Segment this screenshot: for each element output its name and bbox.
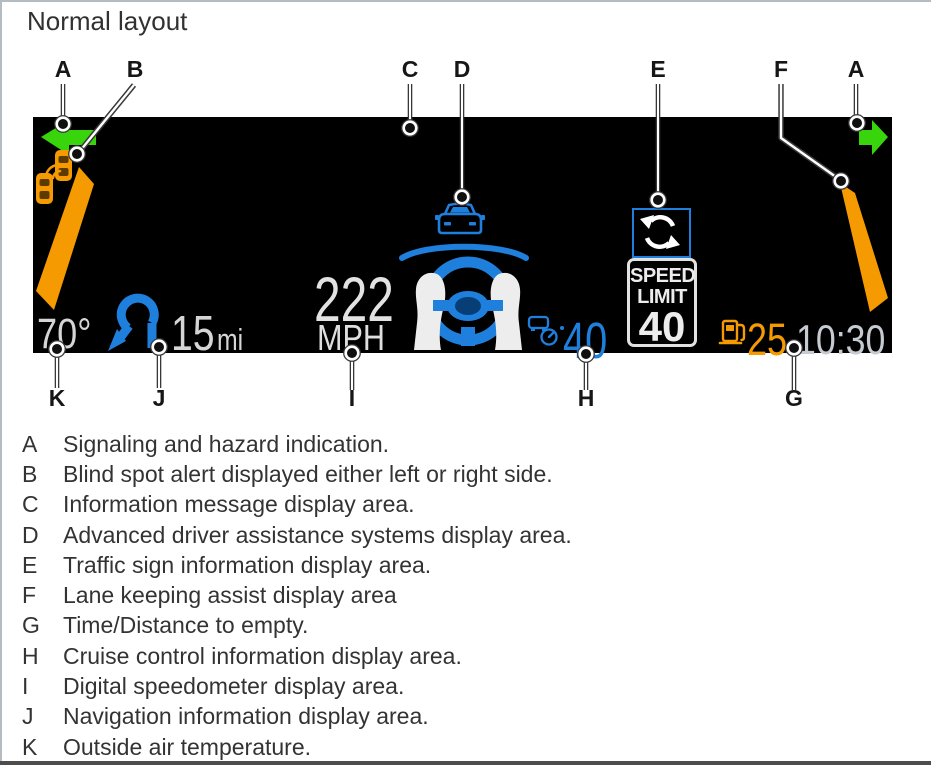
distance-to-empty: 25 xyxy=(747,314,788,365)
callout-letter-i: I xyxy=(348,385,356,411)
legend-row: J Navigation information display area. xyxy=(0,702,931,732)
legend-row: C Information message display area. xyxy=(0,490,931,520)
legend-row: G Time/Distance to empty. xyxy=(0,611,931,641)
legend-text: Blind spot alert displayed either left o… xyxy=(63,460,553,487)
legend-row: F Lane keeping assist display area xyxy=(0,580,931,610)
legend-row: H Cruise control information display area… xyxy=(0,641,931,671)
page-title: Normal layout xyxy=(27,6,188,36)
legend: A Signaling and hazard indication. B Blind… xyxy=(0,429,931,762)
navigation-distance-value: 15 xyxy=(171,307,215,361)
callout-letter-a-left: A xyxy=(54,56,72,82)
forward-vehicle-icon xyxy=(435,202,485,235)
hud-graphics xyxy=(36,120,888,351)
legend-letter: I xyxy=(22,673,29,700)
speed-limit-sign: SPEED LIMIT 40 xyxy=(627,258,697,350)
legend-letter: A xyxy=(22,430,38,457)
legend-text: Time/Distance to empty. xyxy=(63,612,309,639)
legend-text: Signaling and hazard indication. xyxy=(63,430,390,457)
hands-on-steering-wheel-icon xyxy=(414,256,522,350)
callout-letter-a-right: A xyxy=(847,56,865,82)
callout-letter-e: E xyxy=(650,56,666,82)
blind-spot-alert-icon xyxy=(36,150,72,204)
navigation-distance-unit: mi xyxy=(217,322,244,357)
legend-letter: K xyxy=(22,733,38,760)
legend-row: A Signaling and hazard indication. xyxy=(0,429,931,459)
fuel-pump-icon xyxy=(718,319,746,345)
navigation-arrow-icon xyxy=(108,293,159,351)
legend-letter: F xyxy=(22,582,37,609)
lane-keeping-right-bar xyxy=(840,183,888,312)
hud-display-panel: SPEED LIMIT 40 70° 15mi 222 MPH 40 25 10… xyxy=(33,117,892,366)
cruise-set-speed: 40 xyxy=(563,312,608,369)
road-arc-icon xyxy=(399,243,529,261)
legend-text: Traffic sign information display area. xyxy=(63,551,432,578)
legend-letter: J xyxy=(22,703,34,730)
legend-letter: B xyxy=(22,460,38,487)
legend-text: Outside air temperature. xyxy=(63,733,312,760)
callout-letter-k: K xyxy=(48,385,66,411)
speed-limit-value: 40 xyxy=(638,303,686,350)
callout-letter-f: F xyxy=(773,56,789,82)
legend-letter: G xyxy=(22,612,40,639)
callout-letter-c: C xyxy=(401,56,419,82)
turn-signal-left-icon xyxy=(41,120,96,155)
callout-letter-g: G xyxy=(785,385,803,411)
callout-letter-d: D xyxy=(453,56,471,82)
speed-limit-word-1: SPEED xyxy=(630,265,696,287)
legend-letter: H xyxy=(22,642,39,669)
legend-text: Advanced driver assistance systems displ… xyxy=(63,521,572,548)
legend-row: E Traffic sign information display area. xyxy=(0,550,931,580)
callout-letter-b: B xyxy=(126,56,144,82)
legend-row: I Digital speedometer display area. xyxy=(0,671,931,701)
lane-keeping-left-bar xyxy=(36,167,94,310)
legend-text: Navigation information display area. xyxy=(63,703,429,730)
digital-speed-value: 222 xyxy=(314,265,394,335)
outside-temperature: 70° xyxy=(37,310,92,358)
cruise-control-icon xyxy=(527,315,564,346)
legend-text: Cruise control information display area. xyxy=(63,642,462,669)
legend-letter: E xyxy=(22,551,38,578)
legend-row: K Outside air temperature. xyxy=(0,732,931,762)
page-bottom-border xyxy=(0,761,931,765)
legend-text: Lane keeping assist display area xyxy=(63,582,397,609)
callout-letter-j: J xyxy=(152,385,166,411)
legend-text: Digital speedometer display area. xyxy=(63,673,405,700)
legend-letter: D xyxy=(22,521,39,548)
roundabout-arrows-icon xyxy=(640,215,680,249)
callout-letter-h: H xyxy=(577,385,595,411)
legend-letter: C xyxy=(22,491,39,518)
page-left-border xyxy=(0,0,2,765)
roundabout-sign xyxy=(632,208,691,258)
legend-text: Information message display area. xyxy=(63,491,415,518)
clock: 10:30 xyxy=(796,316,886,363)
turn-signal-right-icon xyxy=(859,120,888,155)
page-top-border xyxy=(0,0,931,2)
digital-speed-unit: MPH xyxy=(317,317,385,358)
speed-limit-word-2: LIMIT xyxy=(637,285,687,308)
legend-row: B Blind spot alert displayed either left … xyxy=(0,459,931,489)
navigation-distance: 15mi xyxy=(171,310,243,359)
legend-row: D Advanced driver assistance systems disp… xyxy=(0,520,931,550)
